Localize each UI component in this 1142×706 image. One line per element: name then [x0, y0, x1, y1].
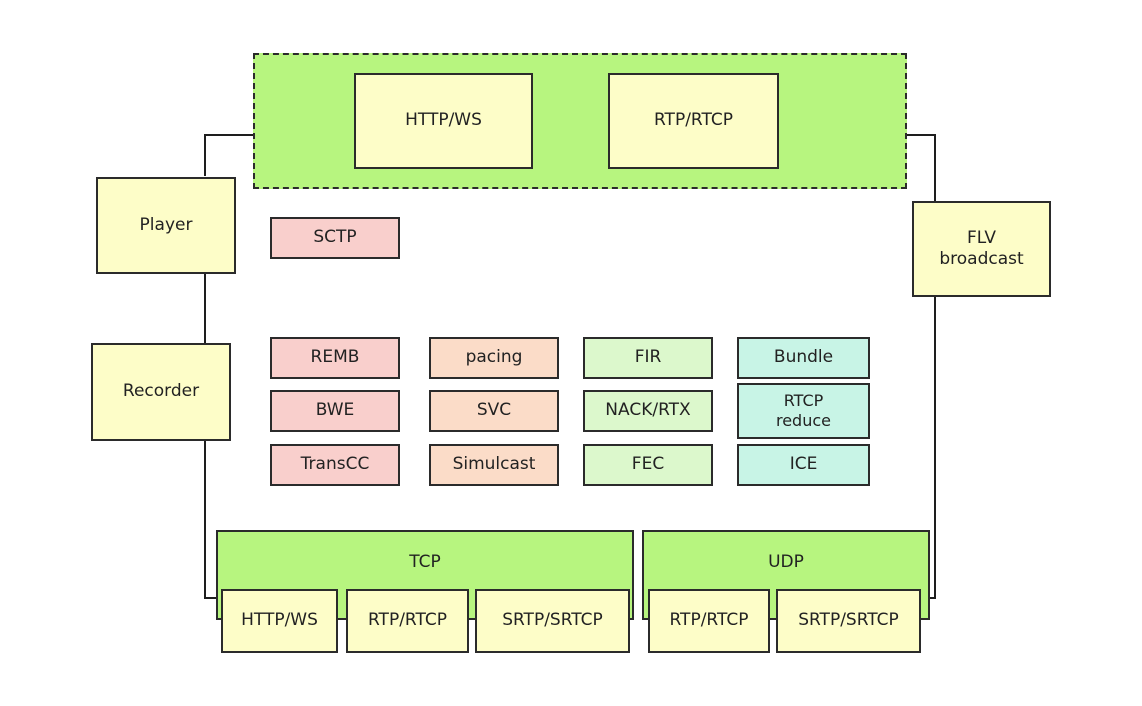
bundle-box: Bundle: [737, 337, 870, 379]
udp-srtp-srtcp-box: SRTP/SRTCP: [776, 589, 921, 653]
connector-line: [928, 597, 936, 599]
ice-box: ICE: [737, 444, 870, 486]
fir-box: FIR: [583, 337, 713, 379]
nack-rtx-box: NACK/RTX: [583, 390, 713, 432]
connector-line: [204, 134, 254, 136]
connector-line: [204, 134, 206, 176]
connector-line: [906, 134, 936, 136]
udp-rtp-rtcp-box: RTP/RTCP: [648, 589, 770, 653]
simulcast-box: Simulcast: [429, 444, 559, 486]
player-box: Player: [96, 177, 236, 274]
app-http-ws-box: HTTP/WS: [354, 73, 533, 169]
tcp-rtp-rtcp-box: RTP/RTCP: [346, 589, 469, 653]
recorder-box: Recorder: [91, 343, 231, 441]
connector-line: [934, 134, 936, 202]
remb-box: REMB: [270, 337, 400, 379]
connector-line: [204, 440, 206, 598]
connector-line: [934, 296, 936, 598]
svc-box: SVC: [429, 390, 559, 432]
fec-box: FEC: [583, 444, 713, 486]
tcp-http-ws-box: HTTP/WS: [221, 589, 338, 653]
rtcp-reduce-box: RTCP reduce: [737, 383, 870, 439]
connector-line: [204, 597, 218, 599]
tcp-srtp-srtcp-box: SRTP/SRTCP: [475, 589, 630, 653]
bwe-box: BWE: [270, 390, 400, 432]
pacing-box: pacing: [429, 337, 559, 379]
connector-line: [204, 274, 206, 344]
transcc-box: TransCC: [270, 444, 400, 486]
app-rtp-rtcp-box: RTP/RTCP: [608, 73, 779, 169]
application-layer-group: [253, 53, 907, 189]
flv-broadcast-box: FLV broadcast: [912, 201, 1051, 297]
sctp-box: SCTP: [270, 217, 400, 259]
